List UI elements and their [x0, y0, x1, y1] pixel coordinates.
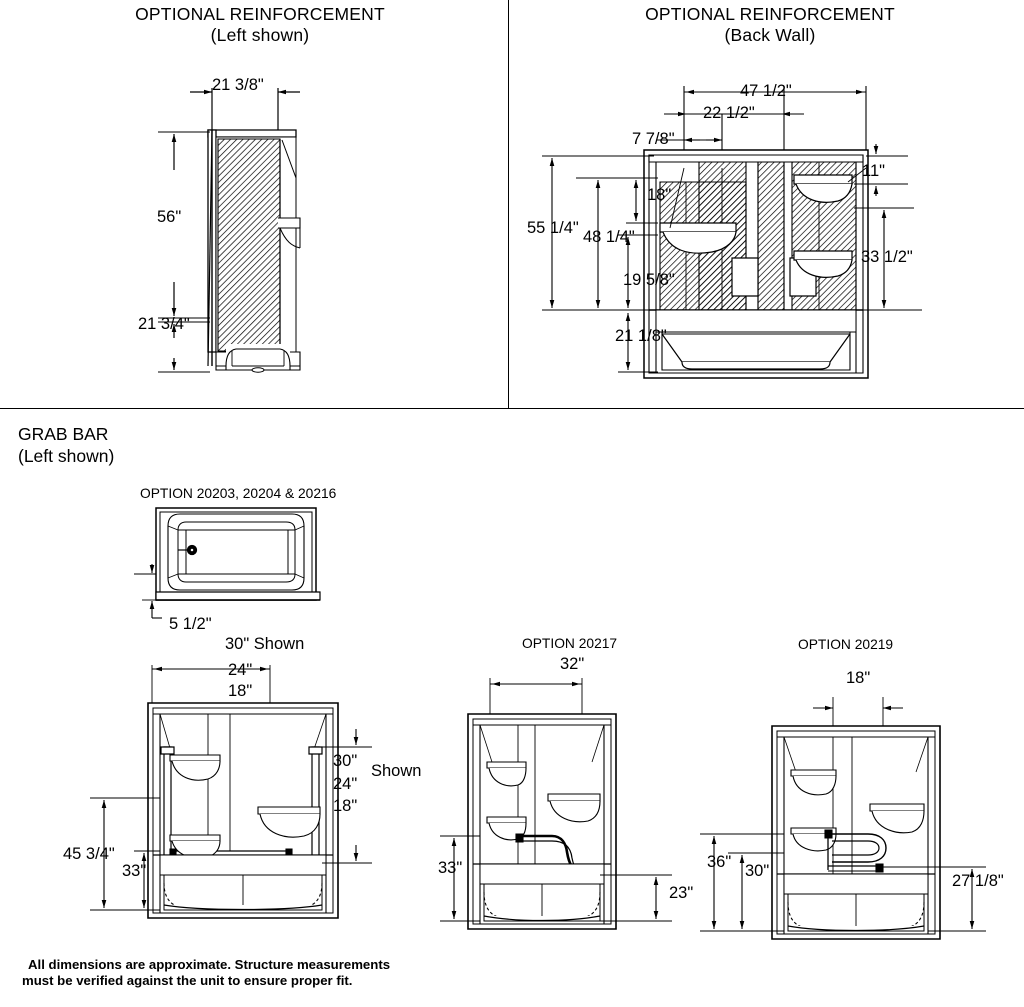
dim-elev1-45: 45 3/4": [63, 845, 115, 863]
section-divider-vertical: [508, 0, 510, 409]
dim-backwall-48: 48 1/4": [583, 228, 635, 246]
dim-left-base: 21 3/4": [138, 315, 190, 333]
option-label-20219: OPTION 20219: [798, 637, 894, 652]
dim-elev1-top-shown: 30" Shown: [225, 635, 305, 653]
grab-bar-elevation-3-drawing: [700, 652, 1010, 942]
dim-topview-edge: 5 1/2": [169, 615, 212, 633]
dim-elev1-33: 33": [122, 862, 147, 880]
dim-elev2-left-height: 33": [438, 859, 463, 877]
footer-note-line2: must be verified against the unit to ens…: [22, 973, 353, 988]
dim-backwall-19: 19 5/8": [623, 271, 675, 289]
dim-elev1-18: 18": [228, 682, 253, 700]
option-label-20217: OPTION 20217: [522, 636, 618, 651]
dim-elev1-right-18: 18": [333, 797, 358, 815]
subtitle-left-shown: (Left shown): [210, 25, 310, 45]
footer-note-line1: All dimensions are approximate. Structur…: [28, 957, 391, 972]
dim-elev2-width: 32": [560, 655, 585, 673]
subtitle-back-wall: (Back Wall): [724, 25, 816, 45]
grab-bar-top-view-drawing: [130, 500, 370, 640]
dim-elev3-30: 30": [745, 862, 770, 880]
dim-backwall-overall-width: 47 1/2": [740, 82, 792, 100]
dim-elev1-right-shown: Shown: [371, 762, 422, 780]
dim-left-height: 56": [157, 208, 182, 226]
dim-backwall-top-right: 11": [862, 162, 885, 180]
title-optional-reinforcement-right: OPTIONAL REINFORCEMENT: [645, 4, 895, 24]
dim-backwall-overall-height: 55 1/4": [527, 219, 579, 237]
dim-backwall-inner-width: 22 1/2": [703, 104, 755, 122]
title-optional-reinforcement-left: OPTIONAL REINFORCEMENT: [135, 4, 385, 24]
title-grab-bar: GRAB BAR: [18, 424, 109, 444]
grab-bar-elevation-2-drawing: [440, 652, 710, 942]
dim-elev1-24: 24": [228, 661, 253, 679]
dim-elev1-right-30: 30": [333, 752, 358, 770]
subtitle-grab-bar-left-shown: (Left shown): [18, 446, 115, 466]
dim-elev2-right-height: 23": [669, 884, 694, 902]
dim-backwall-right-height: 33 1/2": [861, 248, 913, 266]
dim-backwall-18: 18": [647, 186, 672, 204]
section-divider-horizontal: [0, 408, 1024, 410]
grab-bar-elevation-1-drawing: [90, 655, 410, 940]
dim-elev3-right-height: 27 1/8": [952, 872, 1004, 890]
dim-backwall-offset: 7 7/8": [632, 130, 675, 148]
dim-left-width: 21 3/8": [212, 76, 264, 94]
dim-backwall-21: 21 1/8": [615, 327, 667, 345]
left-side-elevation-drawing: [150, 70, 380, 380]
dim-elev1-right-24: 24": [333, 775, 358, 793]
dim-elev3-width: 18": [846, 669, 871, 687]
option-label-20203-20204-20216: OPTION 20203, 20204 & 20216: [140, 486, 337, 501]
back-wall-elevation-drawing: [536, 70, 1016, 390]
dim-elev3-36: 36": [707, 853, 732, 871]
